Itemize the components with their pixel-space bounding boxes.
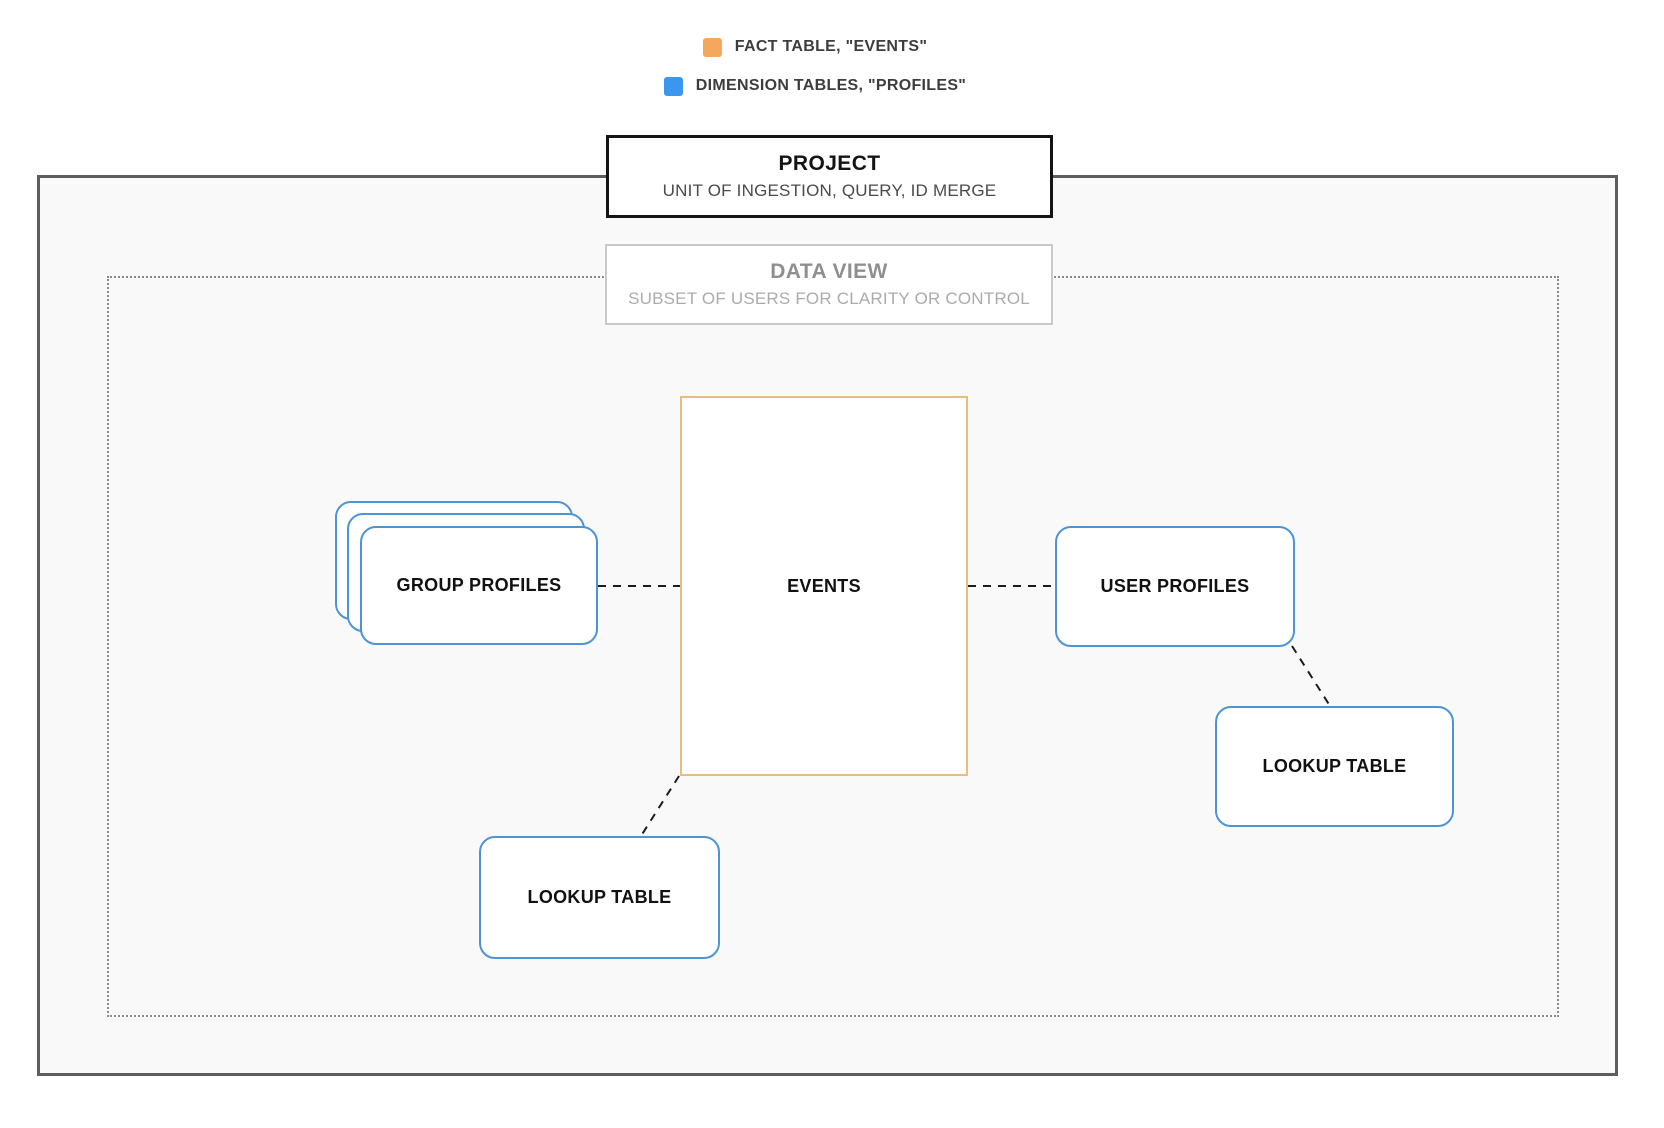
- project-header-box: PROJECT UNIT OF INGESTION, QUERY, ID MER…: [606, 135, 1053, 218]
- node-lookup-table-right: LOOKUP TABLE: [1215, 706, 1454, 827]
- node-lookup-table-bottom-label: LOOKUP TABLE: [527, 887, 672, 907]
- node-events: EVENTS: [680, 396, 968, 776]
- group-profiles-stack-front: GROUP PROFILES: [360, 526, 598, 645]
- data-view-header-box: DATA VIEW SUBSET OF USERS FOR CLARITY OR…: [605, 244, 1053, 325]
- node-group-profiles: GROUP PROFILES: [335, 501, 598, 645]
- fact-table-swatch-icon: [702, 37, 722, 57]
- legend-item-dimension-tables: DIMENSION TABLES, "PROFILES": [663, 75, 967, 97]
- node-user-profiles: USER PROFILES: [1055, 526, 1295, 647]
- project-subtitle: UNIT OF INGESTION, QUERY, ID MERGE: [662, 181, 997, 200]
- connector-events-lookup-table: [640, 775, 680, 837]
- connector-user-profiles-lookup-table: [1291, 645, 1331, 707]
- legend-label-dimension-tables: DIMENSION TABLES, "PROFILES": [695, 77, 967, 94]
- node-lookup-table-bottom: LOOKUP TABLE: [479, 836, 720, 959]
- dimension-tables-swatch-icon: [663, 76, 683, 96]
- node-group-profiles-label: GROUP PROFILES: [396, 575, 562, 595]
- node-events-label: EVENTS: [787, 575, 861, 596]
- legend: FACT TABLE, "EVENTS" DIMENSION TABLES, "…: [0, 36, 1630, 97]
- data-view-title: DATA VIEW: [770, 260, 888, 283]
- data-view-subtitle: SUBSET OF USERS FOR CLARITY OR CONTROL: [628, 289, 1030, 308]
- project-title: PROJECT: [778, 152, 881, 175]
- node-user-profiles-label: USER PROFILES: [1100, 576, 1250, 596]
- node-lookup-table-right-label: LOOKUP TABLE: [1262, 756, 1407, 776]
- legend-label-fact-table: FACT TABLE, "EVENTS": [734, 38, 928, 55]
- legend-item-fact-table: FACT TABLE, "EVENTS": [702, 36, 928, 58]
